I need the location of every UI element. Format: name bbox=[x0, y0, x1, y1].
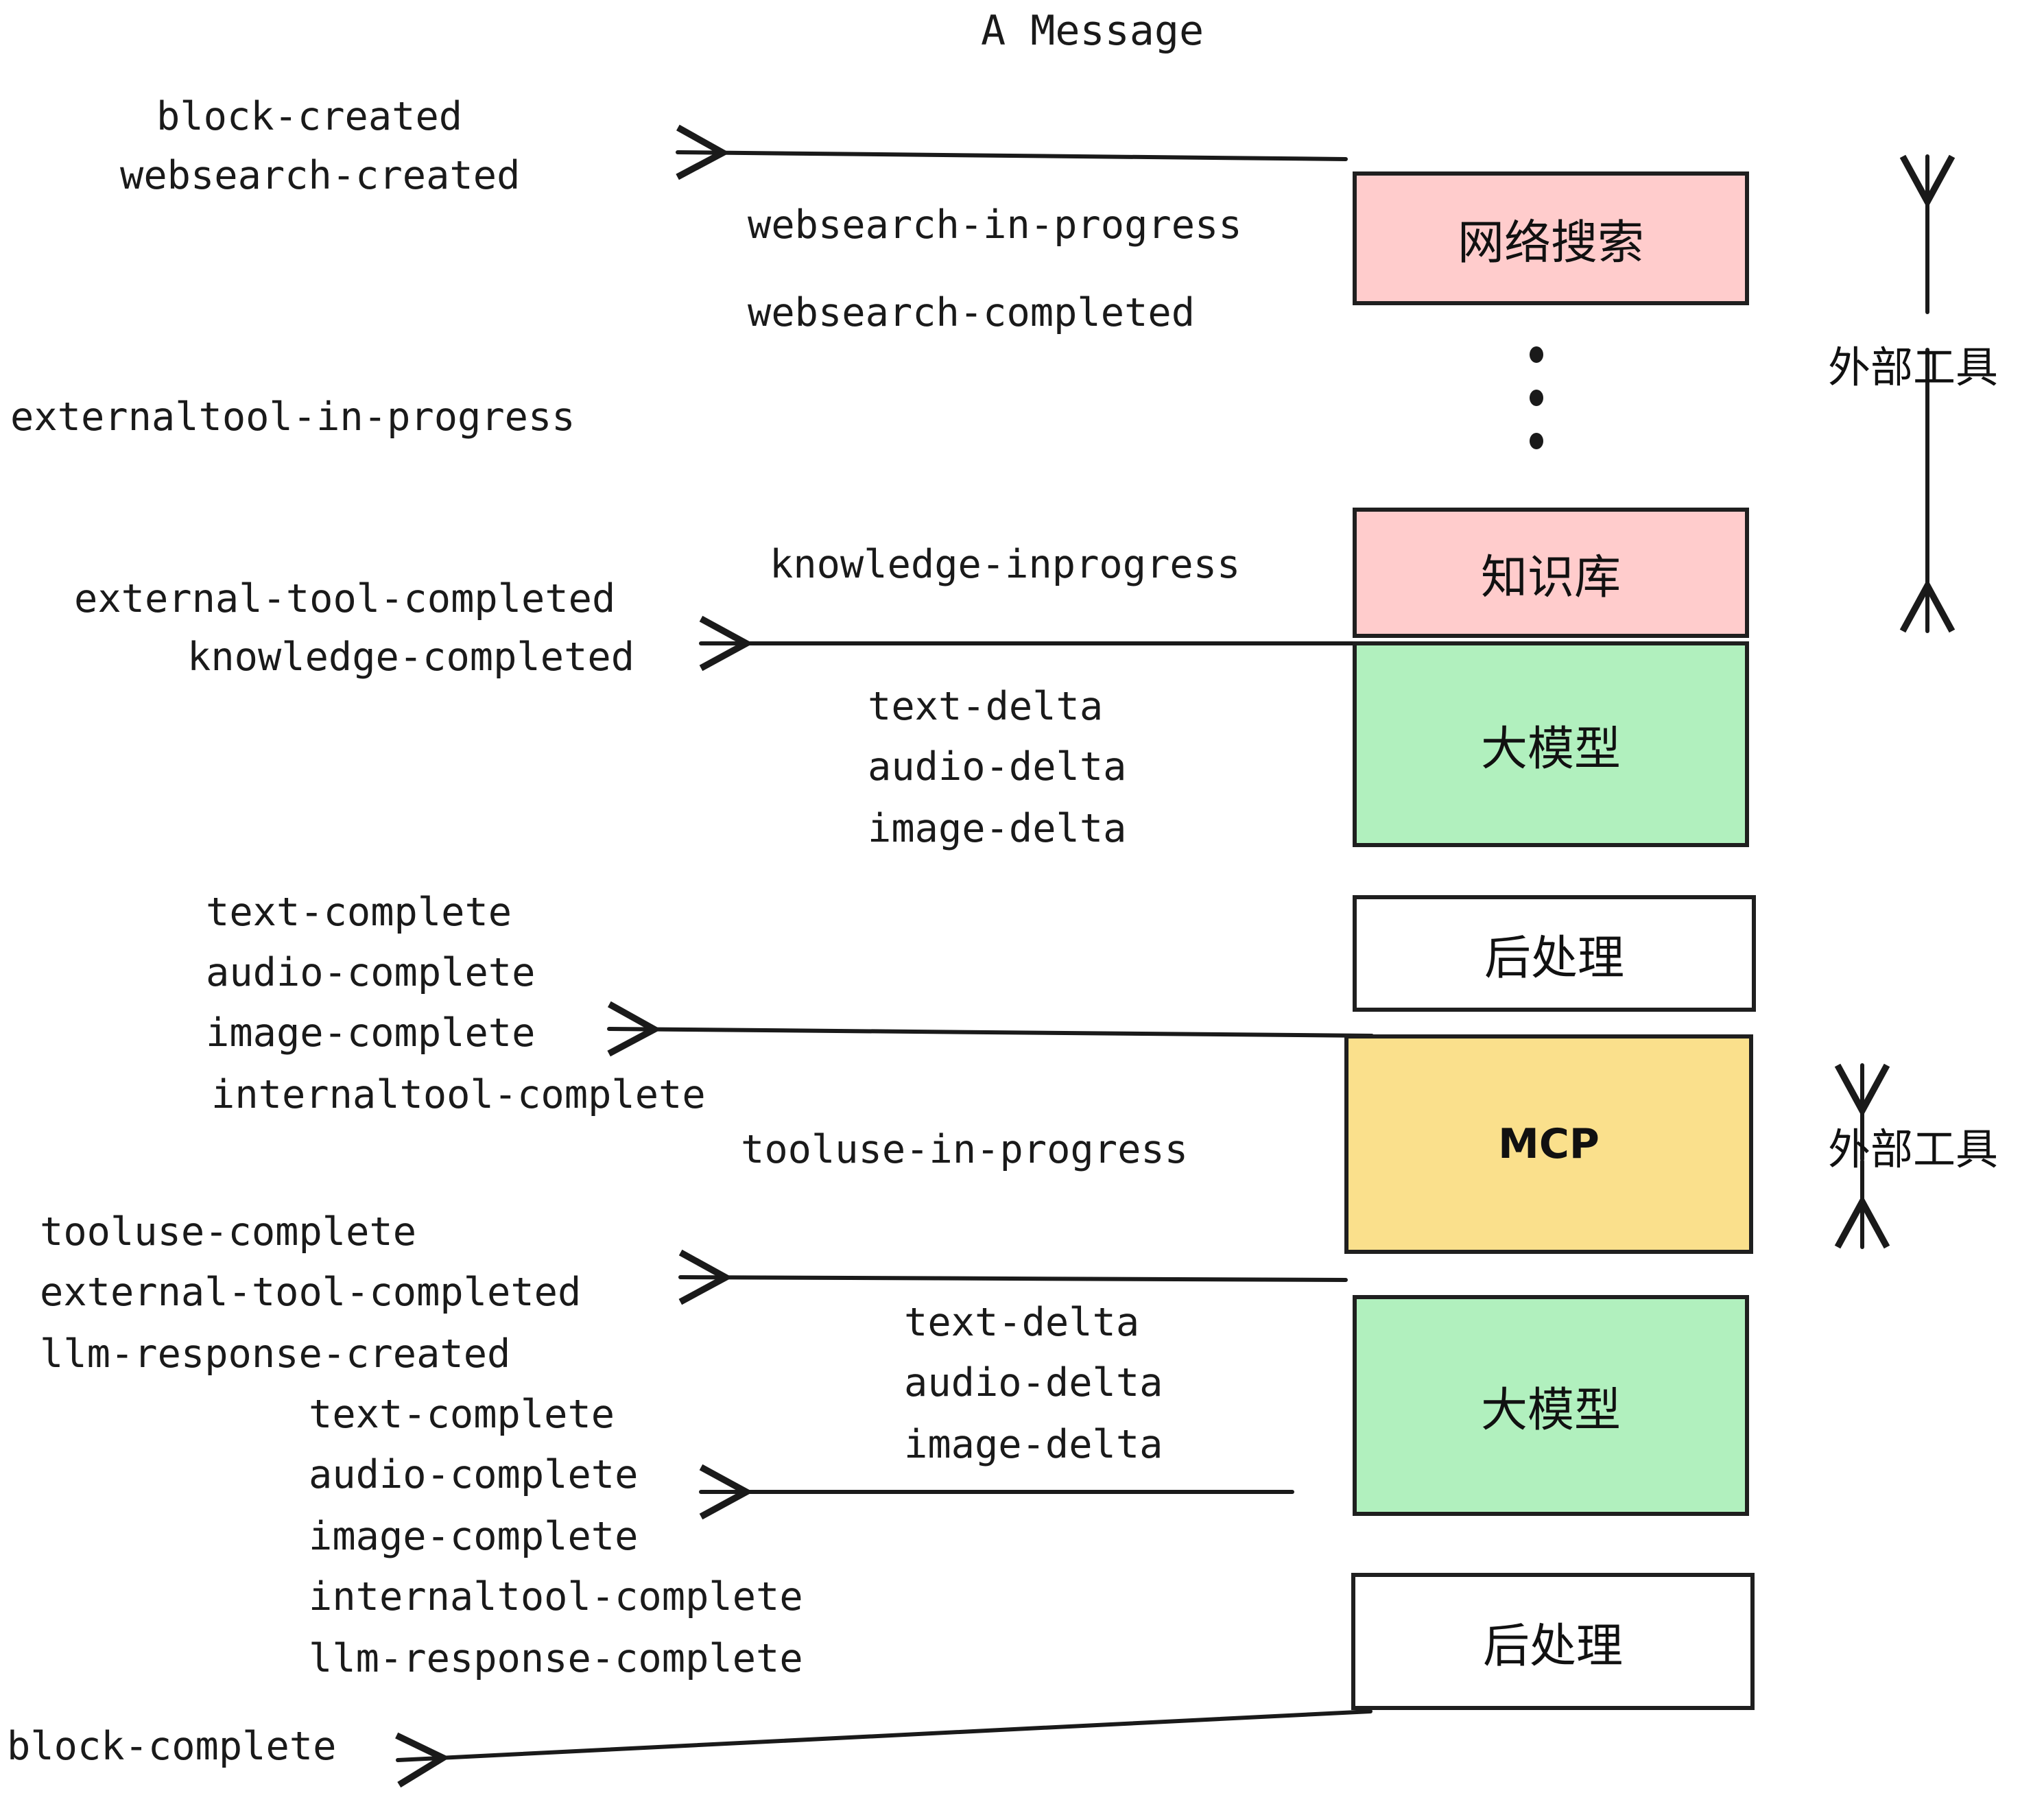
event-label-knowledge-completed: knowledge-completed bbox=[187, 634, 635, 680]
external-tools-top-label: 外部工具 bbox=[1828, 342, 1999, 392]
node-label-llm-1: 大模型 bbox=[1480, 722, 1621, 776]
node-label-mcp: MCP bbox=[1498, 1120, 1600, 1168]
event-label-llm-response-complete: llm-response-complete bbox=[309, 1636, 803, 1681]
event-label-text-delta-2: text-delta bbox=[904, 1300, 1140, 1345]
node-box-postproc-2: 后处理 bbox=[1351, 1573, 1755, 1710]
event-label-text-delta-1: text-delta bbox=[868, 684, 1104, 729]
node-label-postproc-2: 后处理 bbox=[1482, 1619, 1623, 1674]
event-label-knowledge-inprogress: knowledge-inprogress bbox=[770, 542, 1241, 587]
ellipsis-dot bbox=[1530, 346, 1543, 363]
node-box-websearch: 网络搜索 bbox=[1353, 171, 1749, 305]
ellipsis-dot bbox=[1530, 390, 1543, 406]
node-label-postproc-1: 后处理 bbox=[1484, 931, 1624, 986]
node-label-knowledge: 知识库 bbox=[1480, 550, 1621, 605]
ellipsis-dot bbox=[1530, 433, 1543, 449]
event-label-image-delta-1: image-delta bbox=[868, 806, 1127, 851]
node-label-llm-2: 大模型 bbox=[1480, 1383, 1621, 1438]
event-label-block-created: block-created bbox=[156, 94, 463, 139]
node-box-llm-2: 大模型 bbox=[1353, 1295, 1749, 1516]
event-label-websearch-completed: websearch-completed bbox=[748, 290, 1196, 335]
event-label-block-complete: block-complete bbox=[7, 1724, 337, 1769]
node-box-mcp: MCP bbox=[1344, 1034, 1753, 1254]
event-label-websearch-created: websearch-created bbox=[120, 153, 521, 198]
event-label-externaltool-in-progress: externaltool-in-progress bbox=[10, 394, 575, 440]
external-tools-bottom-label: 外部工具 bbox=[1828, 1124, 1999, 1174]
node-box-llm-1: 大模型 bbox=[1353, 641, 1749, 847]
node-label-websearch: 网络搜索 bbox=[1457, 216, 1644, 270]
event-label-audio-delta-1: audio-delta bbox=[868, 744, 1127, 790]
event-label-tooluse-in-progress: tooluse-in-progress bbox=[741, 1127, 1189, 1172]
event-label-tooluse-complete: tooluse-complete bbox=[40, 1209, 417, 1255]
event-label-audio-complete-2: audio-complete bbox=[309, 1452, 639, 1497]
event-label-external-tool-completed-2: external-tool-completed bbox=[40, 1270, 582, 1315]
block-complete-arrow bbox=[398, 1709, 1372, 1760]
event-label-image-complete-1: image-complete bbox=[206, 1010, 536, 1056]
image-complete-arrow bbox=[607, 1029, 1374, 1036]
tooluse-complete-arrow bbox=[678, 1277, 1348, 1280]
event-label-image-delta-2: image-delta bbox=[904, 1422, 1163, 1467]
event-label-websearch-in-progress: websearch-in-progress bbox=[748, 202, 1242, 248]
node-box-knowledge: 知识库 bbox=[1353, 508, 1749, 638]
event-label-external-tool-completed-1: external-tool-completed bbox=[74, 576, 616, 621]
event-label-internaltool-complete-2: internaltool-complete bbox=[309, 1574, 803, 1619]
event-label-audio-complete-1: audio-complete bbox=[206, 950, 536, 995]
event-label-internaltool-complete-1: internaltool-complete bbox=[211, 1072, 706, 1117]
event-label-text-complete-1: text-complete bbox=[206, 890, 512, 935]
node-box-postproc-1: 后处理 bbox=[1353, 895, 1756, 1012]
page-title: A Message bbox=[981, 7, 1204, 55]
event-label-llm-response-created: llm-response-created bbox=[40, 1331, 511, 1377]
event-label-text-complete-2: text-complete bbox=[309, 1392, 615, 1437]
event-label-audio-delta-2: audio-delta bbox=[904, 1360, 1163, 1405]
event-label-image-complete-2: image-complete bbox=[309, 1514, 639, 1559]
block-created-arrow bbox=[676, 152, 1348, 159]
vertical-ellipsis-icon bbox=[1530, 346, 1543, 449]
